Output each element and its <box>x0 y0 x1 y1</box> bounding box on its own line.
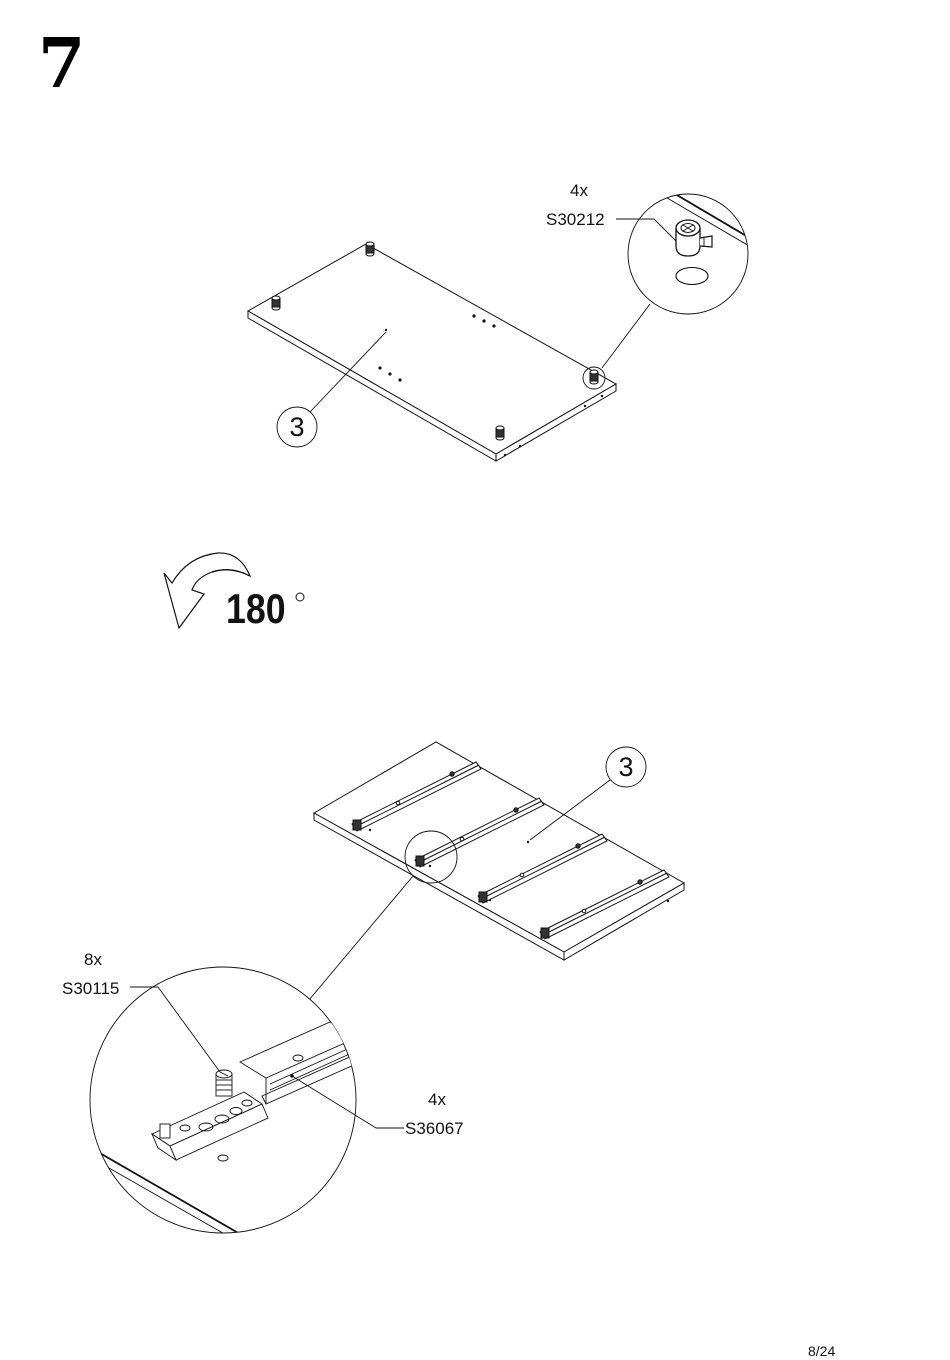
cam-lock-icon <box>366 242 374 256</box>
hardware-code-top: S30212 <box>546 211 605 228</box>
detail-circle-bottom <box>90 876 413 1240</box>
degree-symbol <box>296 593 304 601</box>
screw-code: S30115 <box>62 980 119 997</box>
screw-quantity: 8x <box>84 951 102 968</box>
cam-lock-icon <box>496 426 504 440</box>
rail-code: S36067 <box>405 1120 464 1137</box>
part-number-top: 3 <box>277 414 317 441</box>
rotation-angle: 180 <box>226 588 286 630</box>
rail-quantity: 4x <box>428 1091 446 1108</box>
part-number-bottom: 3 <box>606 754 646 781</box>
cam-lock-icon <box>590 370 598 384</box>
cam-lock-icon <box>272 296 280 310</box>
detail-circle-top <box>602 188 760 368</box>
euro-screw-icon <box>216 1070 232 1096</box>
step-number: 7 <box>38 30 85 98</box>
hardware-quantity-top: 4x <box>570 182 588 199</box>
page-number: 8/24 <box>808 1344 835 1358</box>
